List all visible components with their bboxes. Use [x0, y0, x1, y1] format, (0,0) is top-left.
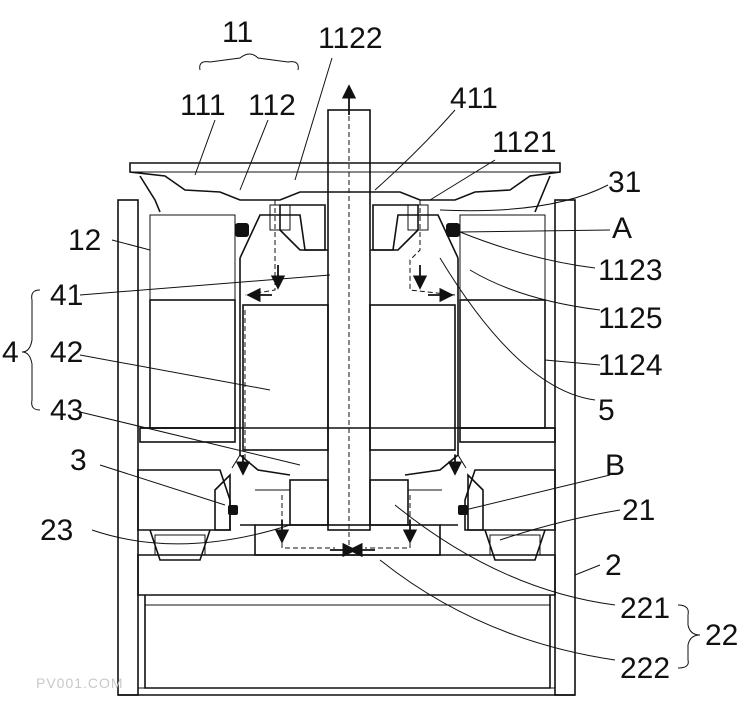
- label-4: 4: [2, 336, 19, 369]
- label-A: A: [612, 212, 632, 245]
- label-21: 21: [622, 494, 655, 527]
- label-1122: 1122: [318, 22, 383, 55]
- label-12: 12: [68, 224, 101, 257]
- label-1125: 1125: [598, 302, 663, 335]
- label-22: 22: [705, 619, 738, 652]
- watermark: PV001.COM: [36, 675, 124, 691]
- seal-a-right: [446, 223, 460, 237]
- label-31: 31: [608, 166, 641, 199]
- label-112: 112: [248, 89, 296, 122]
- top-cover: [129, 162, 561, 213]
- housing-wall-left: [117, 199, 139, 696]
- label-111: 111: [180, 89, 226, 122]
- label-23: 23: [40, 514, 73, 547]
- label-1124: 1124: [598, 349, 663, 382]
- label-41: 41: [50, 279, 83, 312]
- label-11: 11: [222, 16, 253, 49]
- label-43: 43: [50, 394, 83, 427]
- flow-paths: [244, 200, 456, 549]
- seal-a-left: [235, 223, 249, 237]
- label-5: 5: [598, 394, 615, 427]
- label-2: 2: [605, 549, 622, 582]
- coil-right: [459, 299, 546, 429]
- housing-wall-right: [554, 199, 576, 696]
- lower-support-left: [137, 469, 231, 561]
- seal-b-right: [458, 505, 468, 515]
- label-221: 221: [620, 592, 670, 625]
- upper-hub: [269, 204, 429, 251]
- central-shaft: [327, 100, 371, 545]
- lower-support-right: [464, 469, 556, 561]
- label-3: 3: [70, 444, 87, 477]
- base-plate: [137, 554, 556, 596]
- label-42: 42: [50, 336, 83, 369]
- label-1121: 1121: [492, 126, 557, 159]
- leader-lines: [21, 53, 701, 669]
- label-222: 222: [620, 652, 670, 685]
- label-411: 411: [450, 82, 498, 115]
- bottom-recess: [138, 595, 555, 689]
- flow-arrows: [235, 84, 463, 558]
- label-1123: 1123: [598, 254, 663, 287]
- label-B: B: [605, 449, 625, 482]
- coil-left: [149, 299, 236, 429]
